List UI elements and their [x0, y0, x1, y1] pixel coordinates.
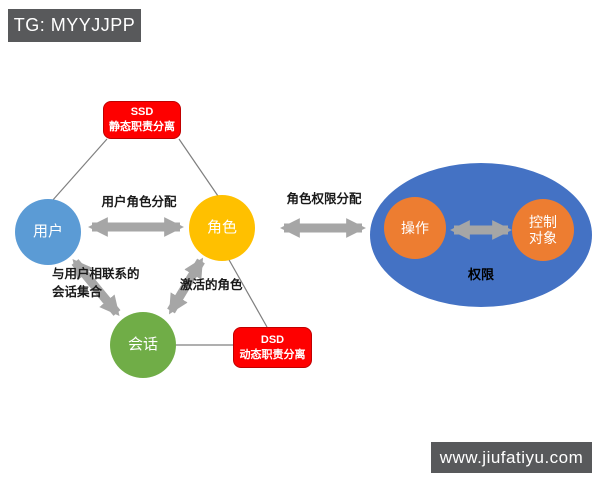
line-ssd-to-user: [51, 138, 108, 202]
role-node: 角色: [189, 195, 255, 261]
session-node: 会话: [110, 312, 176, 378]
dsd-subtitle: 动态职责分离: [239, 348, 306, 361]
ssd-title: SSD: [130, 106, 154, 119]
role-permission-assignment-label: 角色权限分配: [286, 192, 362, 206]
arrow-role-session: [167, 257, 205, 315]
watermark-top-badge: TG: MYYJJPP: [8, 9, 141, 42]
dsd-constraint-box: DSD 动态职责分离: [233, 327, 312, 368]
user-role-assignment-label: 用户角色分配: [101, 195, 177, 209]
user-node: 用户: [15, 199, 81, 265]
ssd-constraint-box: SSD 静态职责分离: [103, 101, 181, 139]
line-ssd-to-role: [178, 138, 219, 197]
watermark-bottom-badge: www.jiufatiyu.com: [431, 442, 592, 473]
permission-label: 权限: [467, 267, 494, 282]
line-role-to-dsd: [227, 257, 268, 328]
control-object-node: 控制 对象: [512, 199, 574, 261]
arrow-user-session: [71, 258, 121, 317]
ssd-subtitle: 静态职责分离: [109, 121, 175, 133]
active-roles-label: 激活的角色: [180, 278, 243, 292]
user-sessions-label: 与用户相联系的 会话集合: [52, 267, 140, 299]
operation-node: 操作: [384, 197, 446, 259]
dsd-title: DSD: [260, 333, 285, 346]
